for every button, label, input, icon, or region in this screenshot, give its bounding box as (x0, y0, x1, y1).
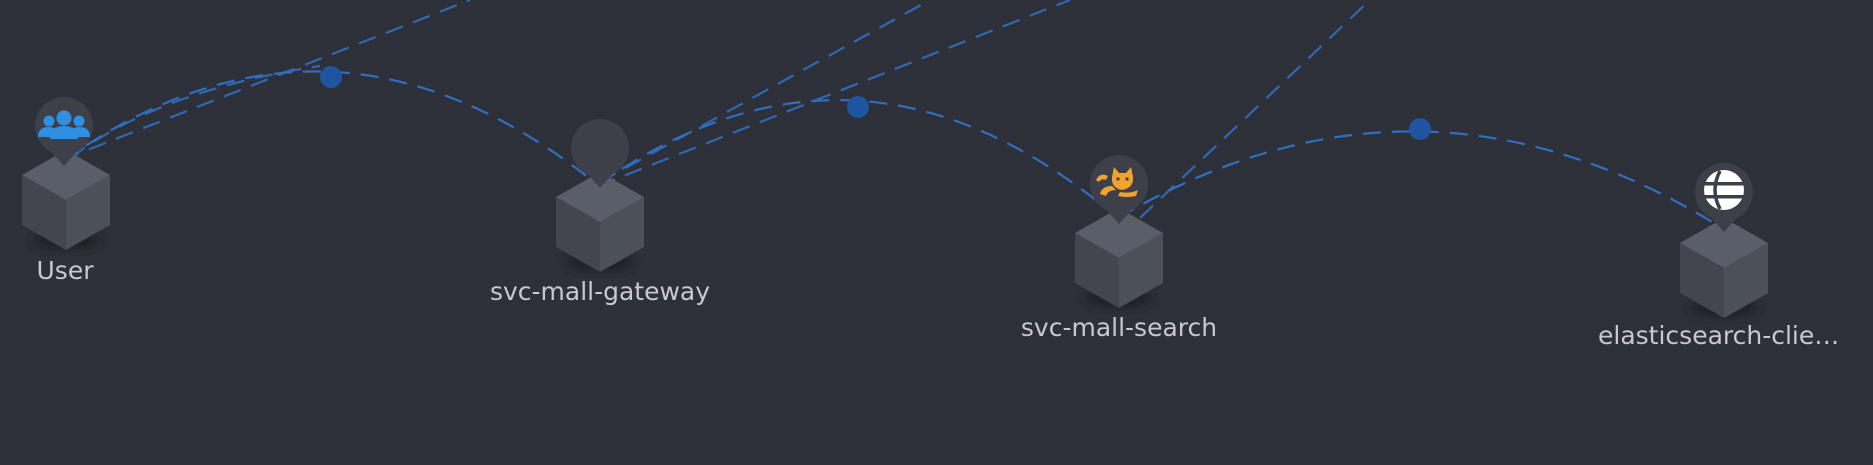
node-elastic[interactable] (1680, 163, 1768, 318)
edge-gateway-to-search[interactable] (597, 99, 1119, 219)
node-label-elastic[interactable]: elasticsearch-client... (1598, 321, 1850, 350)
edge-user-to-gateway[interactable] (61, 70, 599, 186)
edge-search-to-elastic[interactable] (1117, 130, 1723, 229)
node-elastic-cube (1680, 218, 1768, 318)
node-label-search[interactable]: svc-mall-search (1020, 313, 1218, 342)
node-gateway-cube (556, 172, 644, 272)
offscreen-edge[interactable] (69, 64, 321, 159)
edge-dot-search-elastic[interactable] (1409, 118, 1431, 140)
edge-dots (320, 66, 1431, 140)
node-search[interactable] (1075, 155, 1163, 308)
tomcat-icon (1090, 155, 1148, 224)
empty-badge-icon (571, 119, 629, 188)
offscreen-edge[interactable] (61, 0, 471, 162)
users-icon (35, 97, 93, 166)
offscreen-edge[interactable] (1139, 0, 1371, 219)
edge-dot-gateway-search[interactable] (847, 96, 869, 118)
node-search-cube (1075, 208, 1163, 308)
call-edges (61, 70, 1723, 229)
node-gateway[interactable] (556, 119, 644, 272)
edge-dot-user-gateway[interactable] (320, 66, 342, 88)
offscreen-edge[interactable] (599, 0, 931, 183)
node-label-user[interactable]: User (36, 256, 94, 285)
offscreen-edges (61, 0, 1371, 219)
node-label-gateway[interactable]: svc-mall-gateway (489, 277, 711, 306)
node-user[interactable] (22, 97, 110, 250)
offscreen-edge[interactable] (597, 0, 1071, 188)
node-user-cube (22, 150, 110, 250)
elasticsearch-icon (1695, 163, 1753, 232)
